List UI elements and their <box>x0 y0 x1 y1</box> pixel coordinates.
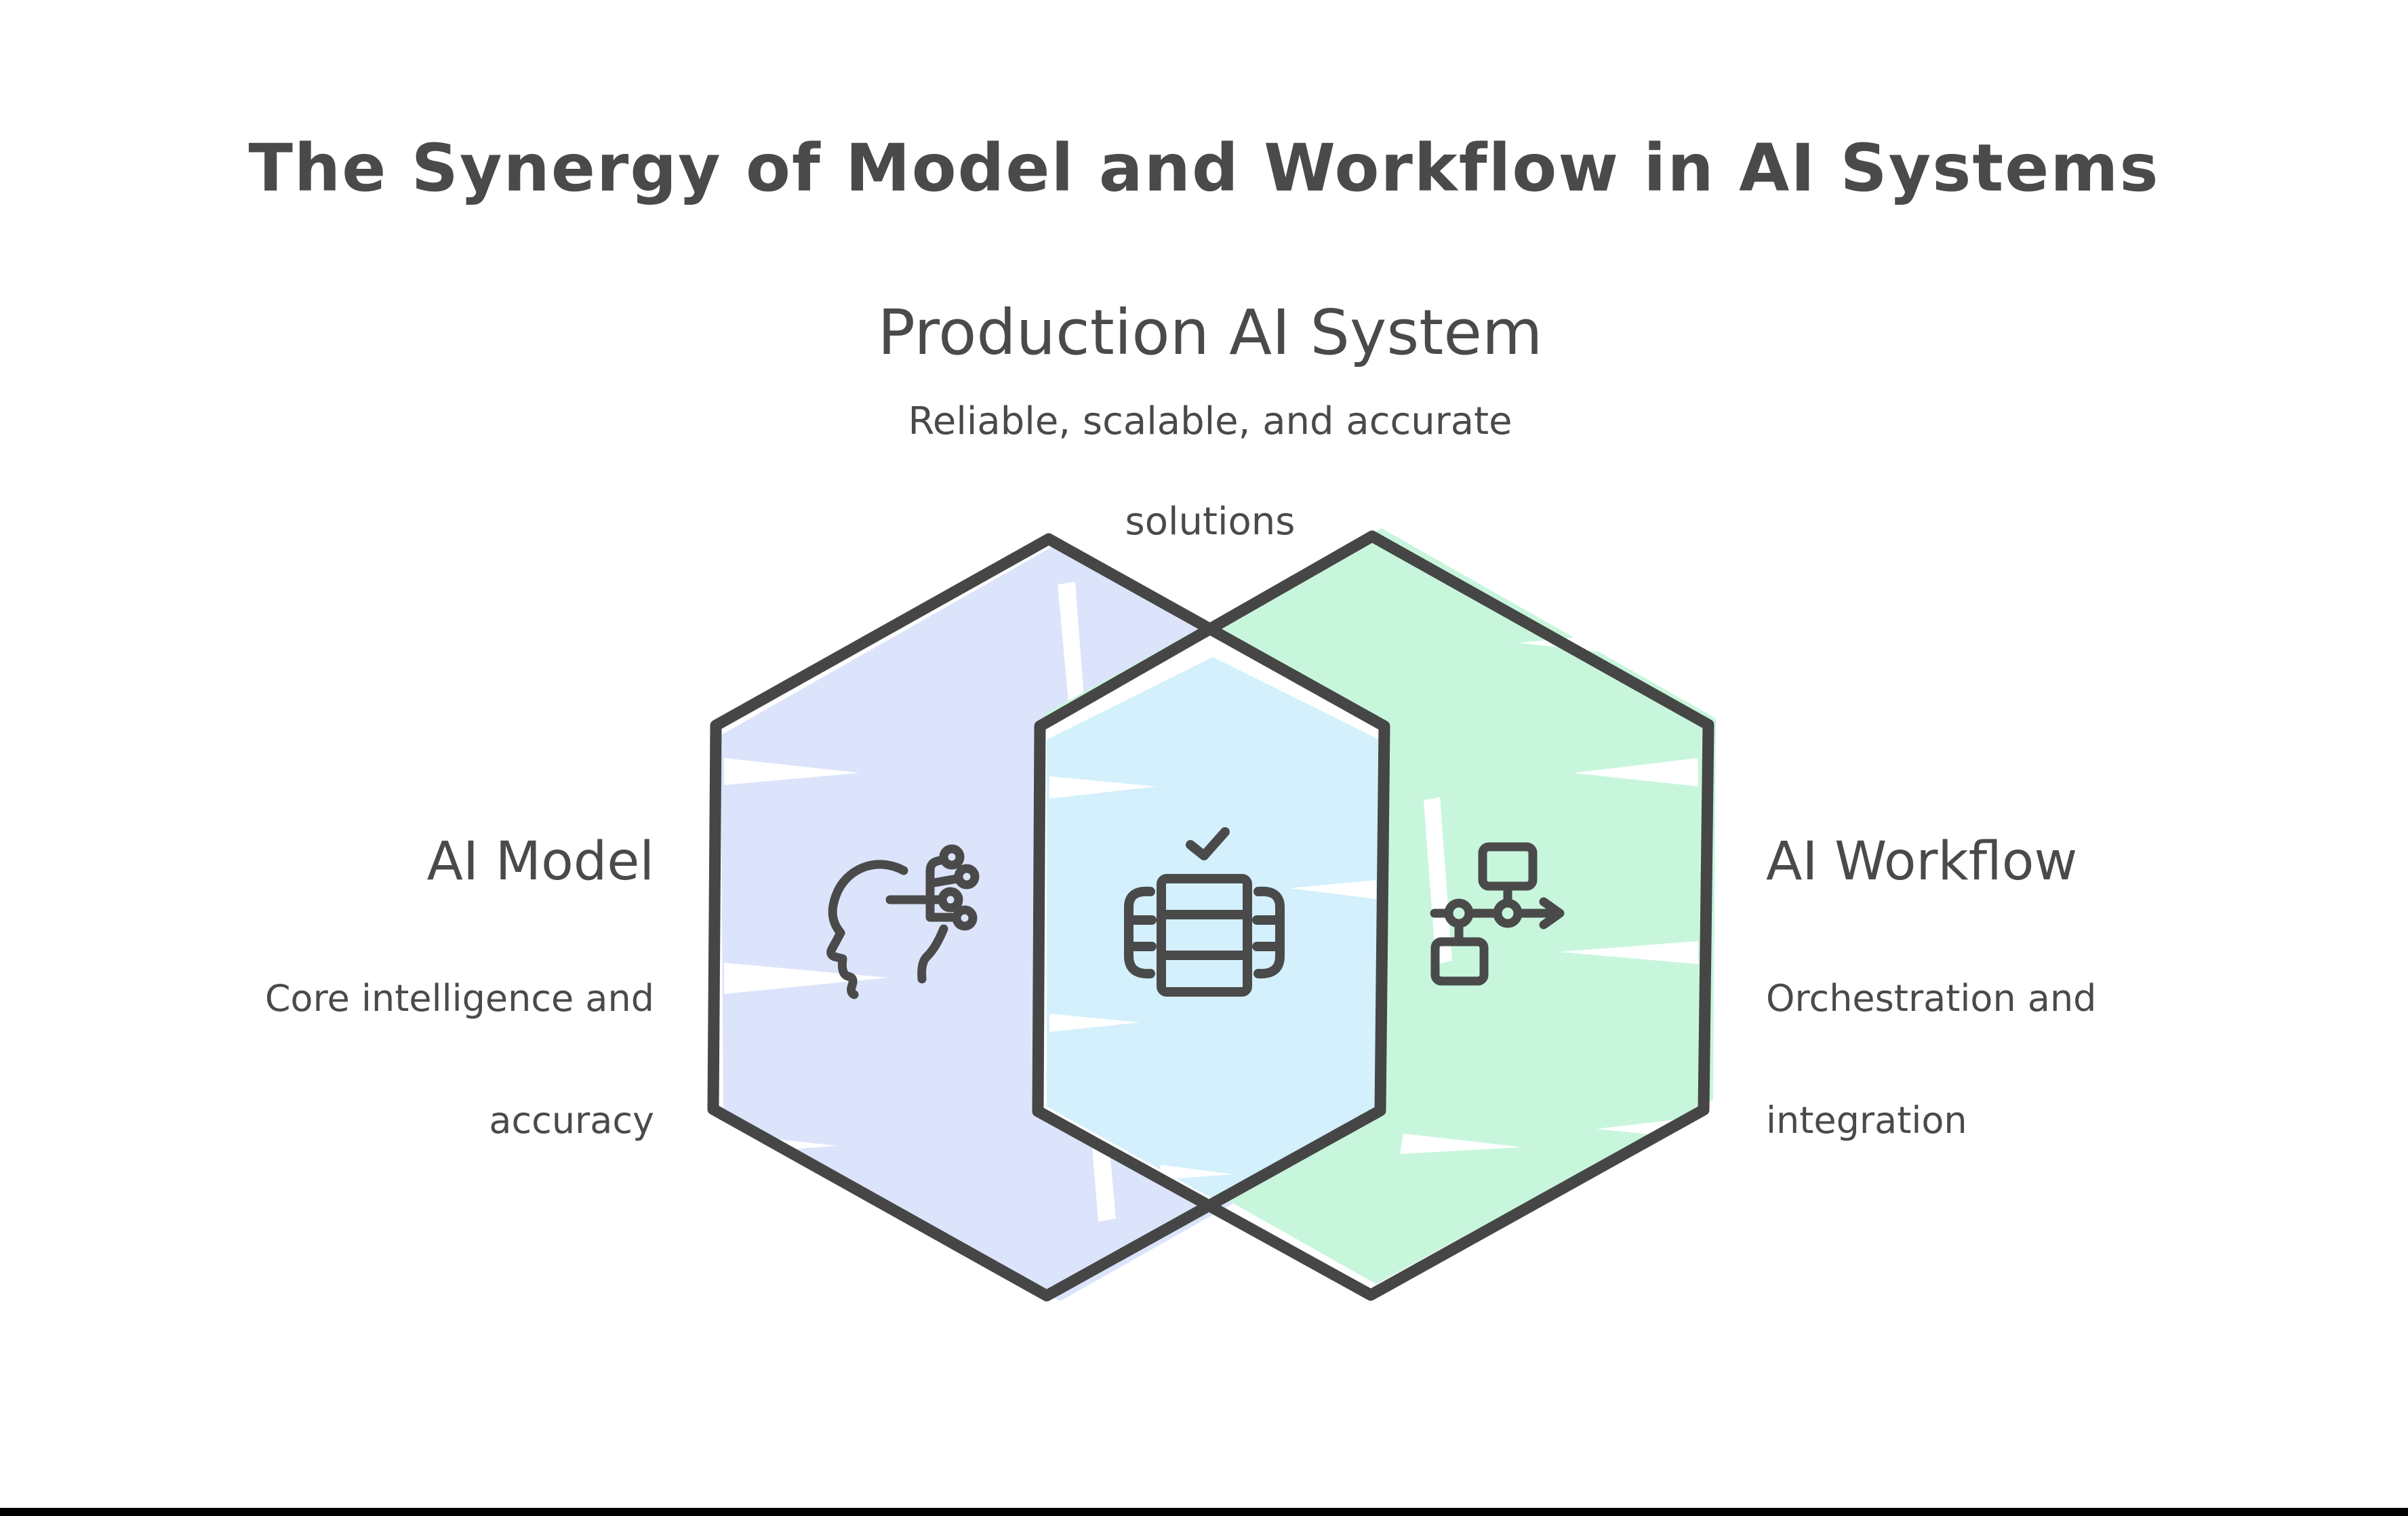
table-check-icon <box>1124 827 1285 997</box>
right-subtitle: Orchestration and integration <box>1766 968 2281 1151</box>
right-hexagon-outline <box>1032 530 1714 1301</box>
right-heading: AI Workflow <box>1766 831 2078 892</box>
intersection-subtitle-line1: Reliable, scalable, and accurate <box>908 399 1512 443</box>
intersection-fill-streaks <box>1049 776 1376 1180</box>
left-subtitle-line2: accuracy <box>489 1099 654 1142</box>
footer-bar <box>0 1508 2408 1516</box>
left-subtitle-line1: Core intelligence and <box>264 977 654 1020</box>
intersection-heading: Production AI System <box>877 296 1543 369</box>
right-subtitle-line1: Orchestration and <box>1766 977 2097 1020</box>
left-subtitle: Core intelligence and accuracy <box>203 968 654 1151</box>
left-heading: AI Model <box>426 831 654 892</box>
page-title: The Synergy of Model and Workflow in AI … <box>248 130 2160 206</box>
head-circuit-icon <box>826 844 980 999</box>
workflow-icon <box>1430 842 1565 986</box>
intersection-subtitle: Reliable, scalable, and accurate solutio… <box>803 397 1617 547</box>
left-hexagon-outline <box>707 533 1390 1302</box>
right-subtitle-line2: integration <box>1766 1099 1967 1142</box>
intersection-subtitle-line2: solutions <box>1125 500 1296 544</box>
